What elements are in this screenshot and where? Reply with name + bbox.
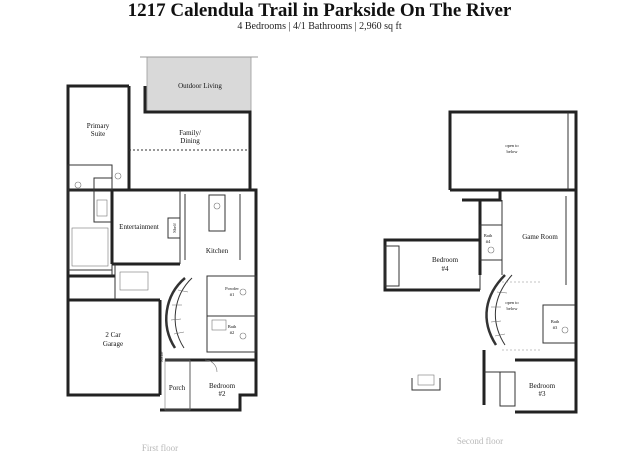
label-garage-2: Garage — [103, 340, 123, 348]
label-outdoor-living: Outdoor Living — [178, 82, 222, 90]
plan-title: 1217 Calendula Trail in Parkside On The … — [127, 0, 512, 21]
label-porch: Porch — [169, 384, 186, 392]
label-open-below-2: below — [507, 149, 519, 154]
label-powder: Powder — [225, 286, 239, 291]
label-primary-suite-1: Primary — [87, 122, 110, 130]
label-shelf: Shelf — [172, 223, 177, 233]
label-family-dining-2: Dining — [180, 137, 200, 145]
label-entertainment: Entertainment — [119, 223, 159, 231]
label-bath3: Bath — [551, 319, 560, 324]
label-bedroom3-1: Bedroom — [529, 382, 556, 390]
caption-first-floor: First floor — [142, 443, 178, 453]
label-game-room: Game Room — [522, 233, 558, 241]
label-primary-suite-2: Suite — [91, 130, 105, 138]
label-garage-1: 2 Car — [105, 331, 121, 339]
label-bedroom4-1: Bedroom — [432, 256, 459, 264]
label-open-below-b1: open to — [505, 300, 519, 305]
label-bath3-no: #3 — [553, 325, 558, 330]
caption-second-floor: Second floor — [457, 436, 503, 446]
label-niche: Niche — [159, 352, 164, 363]
plan-subtitle: 4 Bedrooms | 4/1 Bathrooms | 2,960 sq ft — [237, 21, 402, 32]
second-floor-plan: open to below Bath #4 Game Room Bedroom … — [383, 110, 578, 446]
label-open-below-b2: below — [507, 306, 519, 311]
label-powder-no: #1 — [230, 292, 235, 297]
label-bath4-no: #4 — [486, 239, 491, 244]
label-bedroom3-2: #3 — [539, 390, 547, 398]
label-bedroom4-2: #4 — [442, 265, 450, 273]
label-bath2-no: #2 — [230, 330, 235, 335]
label-bedroom2-1: Bedroom — [209, 382, 236, 390]
label-kitchen: Kitchen — [206, 247, 229, 255]
label-bedroom2-2: #2 — [219, 390, 227, 398]
outdoor-living-area — [146, 56, 252, 113]
label-family-dining-1: Family/ — [179, 129, 201, 137]
label-bath4: Bath — [484, 233, 493, 238]
label-bath2: Bath — [228, 324, 237, 329]
label-open-below-1: open to — [505, 143, 519, 148]
first-floor-plan: Outdoor Living Primary Suite Family/ Din… — [66, 56, 258, 453]
